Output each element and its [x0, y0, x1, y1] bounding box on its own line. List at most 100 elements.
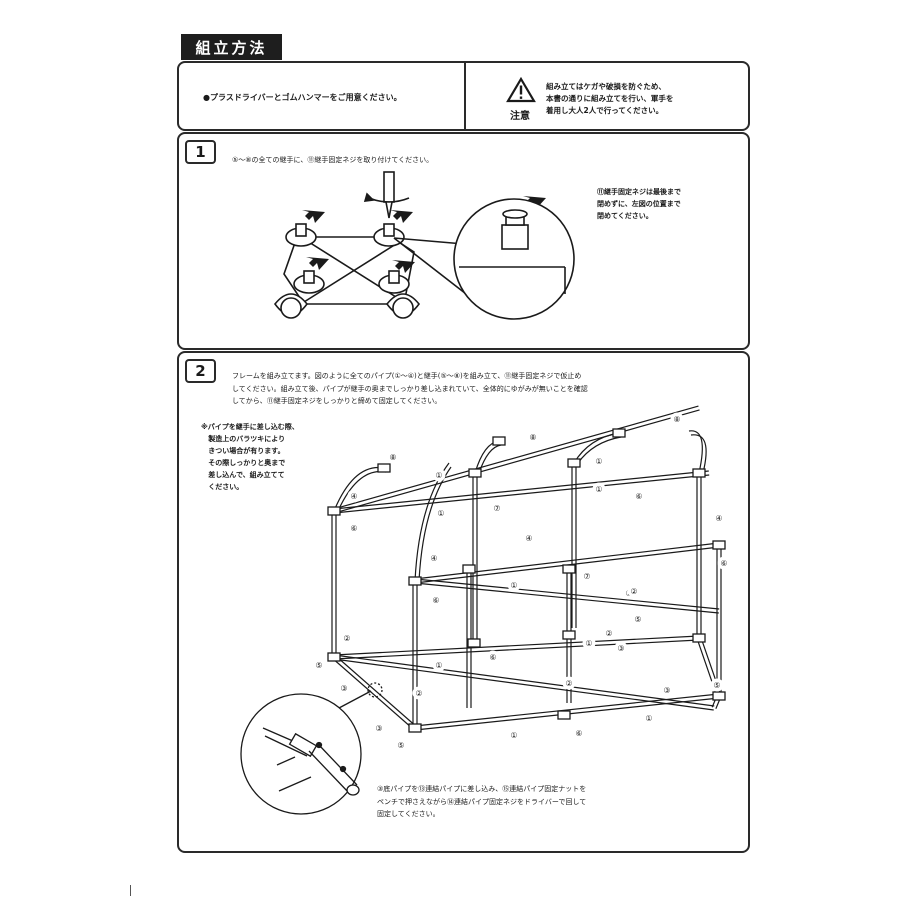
pipe-edge	[333, 470, 709, 510]
part-label-text: ⑥	[432, 596, 439, 605]
part-label: ⑦	[490, 501, 504, 515]
joint-fitting	[567, 458, 581, 468]
step-1-instruction: ⑤〜⑧の全ての継手に、⑪継手固定ネジを取り付けてください。	[232, 156, 434, 164]
pipe-edge	[334, 654, 715, 707]
frame-joints	[327, 428, 726, 733]
part-label: ①	[507, 578, 521, 592]
step-2-number: 2	[185, 359, 216, 383]
pipe-edge	[334, 639, 700, 660]
page-title: 組立方法	[181, 34, 282, 60]
part-label-text: ⑦	[493, 504, 500, 513]
part-label: ①	[507, 728, 521, 742]
four-way-joint-illustration	[273, 223, 421, 319]
part-label-text: ②	[565, 679, 572, 688]
part-label: ④	[347, 489, 361, 503]
step-2-section: 2 フレームを組み立てます。図のように全てのパイプ(①〜④)と継手(⑤〜⑧)を組…	[177, 351, 750, 853]
joint-fitting	[327, 652, 341, 662]
part-label: ⑤	[312, 658, 326, 672]
joint-fitting	[408, 576, 422, 586]
part-label-text: ⑥	[575, 729, 582, 738]
joint-fitting	[692, 468, 706, 478]
joint-fitting	[377, 463, 391, 473]
step-2-caution: ※パイプを継手に差し込む際、 製造上のバラツキにより きつい場合が有ります。 そ…	[201, 423, 299, 491]
step-1-number: 1	[185, 140, 216, 164]
part-label-text: ①	[435, 471, 442, 480]
part-label: ③	[614, 641, 628, 655]
part-label: ③	[337, 681, 351, 695]
pipe-edge	[333, 635, 699, 656]
joint-fitting	[612, 428, 626, 438]
part-label: ⑥	[572, 726, 586, 740]
arch-pipe	[688, 430, 703, 474]
part-label-text: ③	[617, 644, 624, 653]
warning-text: 組み立てはケガや破損を防ぐため、 本書の通りに組み立てを行い、軍手を 着用し大人…	[546, 82, 674, 115]
pipe-edge	[334, 409, 700, 514]
part-label-text: ⑥	[489, 653, 496, 662]
part-label: ⑥	[632, 489, 646, 503]
part-label: ②	[340, 631, 354, 645]
pipe-edge	[414, 693, 719, 727]
part-label-text: ①	[510, 581, 517, 590]
part-label-text: ⑧	[529, 433, 536, 442]
joint-fitting	[467, 638, 481, 648]
part-label: ⑥	[717, 556, 731, 570]
part-label: ①	[642, 711, 656, 725]
part-label-text: ②	[630, 587, 637, 596]
arrow-icons	[302, 196, 546, 273]
part-label-text: ⑤	[315, 661, 322, 670]
part-label-text: ⑧	[389, 453, 396, 462]
step-2-detail-note: ③底パイプを⑬連結パイプに差し込み、⑮連結パイプ固定ナットを ペンチで押さえなが…	[377, 785, 587, 818]
part-label-text: ②	[343, 634, 350, 643]
joint-fitting	[712, 691, 726, 701]
part-label: ⑤	[394, 738, 408, 752]
screwdriver-icon	[363, 171, 410, 219]
part-label: ①	[592, 454, 606, 468]
part-label: ⑧	[526, 430, 540, 444]
part-label: ⑥	[429, 593, 443, 607]
step-2-instruction: フレームを組み立てます。図のように全てのパイプ(①〜④)と継手(⑤〜⑧)を組み立…	[232, 372, 588, 405]
page-edge-marker	[130, 885, 131, 896]
divider	[464, 63, 466, 129]
part-label-text: ①	[595, 457, 602, 466]
joint-fitting	[557, 710, 571, 720]
warning-triangle-icon	[506, 77, 536, 103]
arch-pipe	[690, 434, 707, 474]
part-label: ①	[592, 482, 606, 496]
joint-fitting	[712, 540, 726, 550]
part-label-text: ④	[350, 492, 357, 501]
joint-diagram	[273, 171, 575, 320]
part-label-text: ①	[510, 731, 517, 740]
part-label-text: ⑥	[635, 492, 642, 501]
part-label-text: ⑧	[673, 415, 680, 424]
part-label: ③	[372, 721, 386, 735]
part-label-text: ④	[715, 514, 722, 523]
part-label: ④	[522, 531, 536, 545]
joint-fitting	[562, 630, 576, 640]
joint-fitting	[327, 506, 341, 516]
part-label-text: ④	[430, 554, 437, 563]
part-label: ④	[712, 511, 726, 525]
frame-assembly-diagram: ①①①①①①①①①①②②②②②③③③③④④④④⑤⑤⑤⑤⑥⑥⑥⑥⑥⑥⑦⑦⑧⑧⑧⑬⑭…	[240, 405, 731, 815]
part-label: ②	[602, 626, 616, 640]
part-label: ②	[627, 584, 641, 598]
part-label: ⑤	[631, 612, 645, 626]
part-label-text: ⑤	[713, 681, 720, 690]
part-label: ③	[660, 683, 674, 697]
pipe-edge	[333, 405, 699, 510]
joint-fitting	[468, 468, 482, 478]
part-label-text: ⑦	[583, 572, 590, 581]
part-label-text: ③	[375, 724, 382, 733]
part-label-text: ②	[605, 629, 612, 638]
part-label-text: ⑤	[397, 741, 404, 750]
part-label: ①	[434, 506, 448, 520]
part-label-text: ①	[595, 485, 602, 494]
pipe-connection-detail	[240, 682, 383, 815]
joint-fitting	[408, 723, 422, 733]
part-label-text: ⑥	[350, 524, 357, 533]
part-label: ⑧	[386, 450, 400, 464]
step-1-section: 1 ⑤〜⑧の全ての継手に、⑪継手固定ネジを取り付けてください。 ⑪継手固定ネジは…	[177, 132, 750, 350]
zoom-detail-circle	[393, 198, 575, 320]
part-label-text: ①	[585, 639, 592, 648]
part-label-text: ③	[663, 686, 670, 695]
part-label: ⑥	[347, 521, 361, 535]
